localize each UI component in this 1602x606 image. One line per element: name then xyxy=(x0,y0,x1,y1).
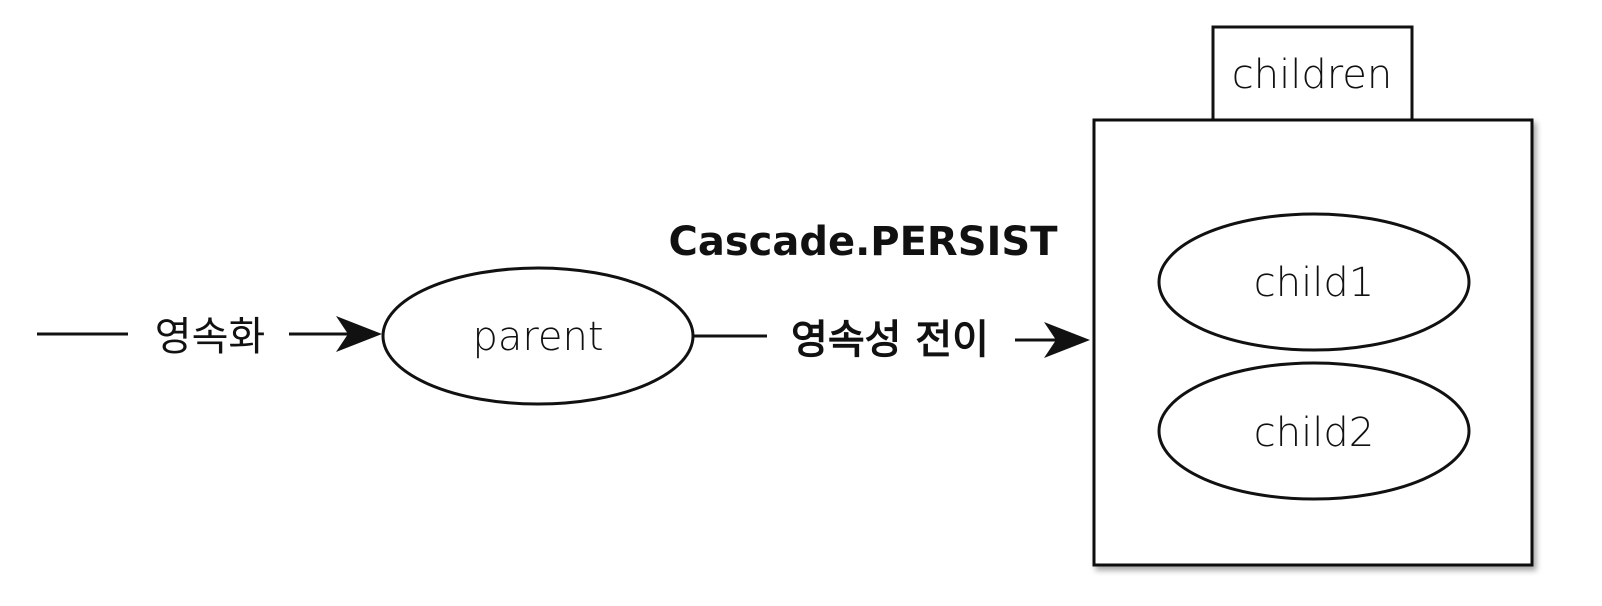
incoming-label: 영속화 xyxy=(155,314,265,360)
child1-label: child1 xyxy=(1254,260,1374,306)
transfer-arrowhead xyxy=(1044,322,1090,358)
child1-node xyxy=(1157,212,1471,352)
collection-tab xyxy=(1211,25,1414,122)
child2-label: child2 xyxy=(1254,410,1374,456)
child2-node xyxy=(1157,361,1471,501)
collection-label: children xyxy=(1232,52,1393,98)
incoming-arrowhead xyxy=(336,316,382,352)
transfer-label: 영속성 전이 xyxy=(791,317,989,363)
parent-label: parent xyxy=(472,314,603,360)
cascade-label: Cascade.PERSIST xyxy=(668,219,1058,265)
